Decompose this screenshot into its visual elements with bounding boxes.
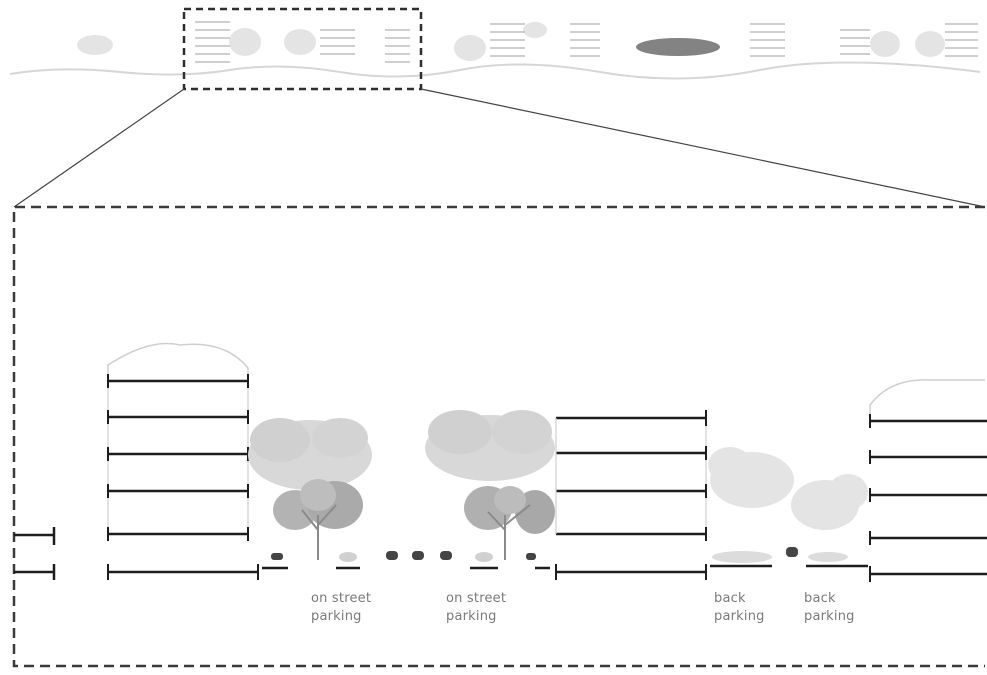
label-line1: on street (446, 591, 507, 606)
label-back-parking-2: back parking (804, 590, 855, 626)
left-edge-building (14, 527, 56, 580)
label-line1: on street (311, 591, 372, 606)
zoomed-section-frame (12, 205, 985, 668)
street-tree-1 (248, 418, 372, 560)
overview-dark-cluster (636, 38, 720, 56)
label-line1: back (714, 591, 746, 606)
back-parking-trees (708, 447, 868, 530)
label-line2: parking (311, 609, 362, 624)
back-parking-lots (710, 551, 868, 568)
label-line2: parking (446, 609, 497, 624)
zoom-connector-left (13, 88, 185, 208)
label-on-street-parking-2: on street parking (446, 590, 506, 626)
label-back-parking-1: back parking (714, 590, 765, 626)
label-line1: back (804, 591, 836, 606)
overview-focus-box (182, 7, 423, 91)
parked-cars-light (339, 552, 493, 562)
street-cars (271, 547, 798, 560)
zoom-connector-right (420, 88, 986, 208)
label-line2: parking (714, 609, 765, 624)
overview-section-strip (9, 21, 981, 80)
label-on-street-parking-1: on street parking (311, 590, 371, 626)
building-left (107, 342, 259, 580)
street-tree-2 (425, 410, 555, 560)
building-right (869, 379, 987, 582)
label-line2: parking (804, 609, 855, 624)
building-middle (555, 410, 707, 580)
